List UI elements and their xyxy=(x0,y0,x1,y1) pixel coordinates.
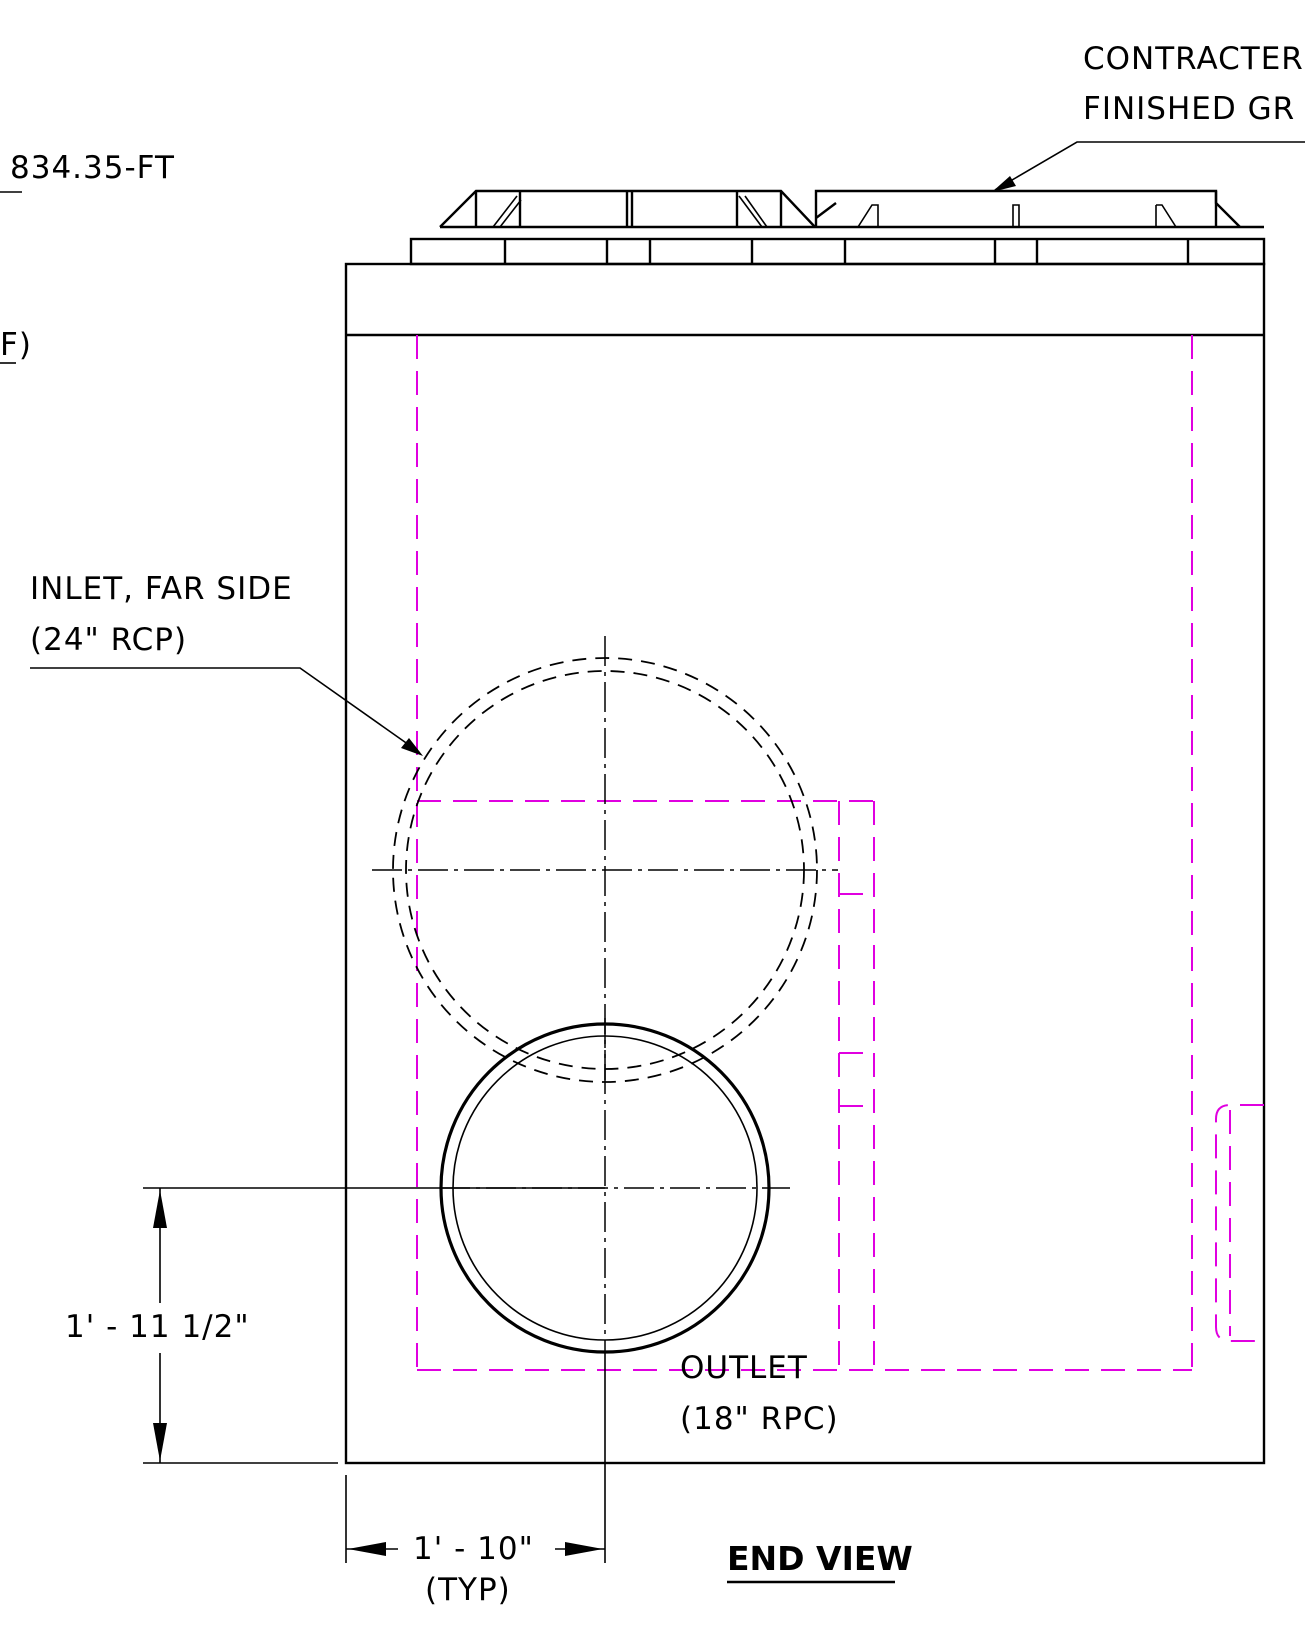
outlet-note-line2: (18" RPC) xyxy=(680,1401,839,1437)
horizontal-dimension xyxy=(345,1352,606,1563)
contractor-note-line2: FINISHED GR xyxy=(1083,91,1295,127)
horizontal-dimension-note: (TYP) xyxy=(425,1572,511,1608)
frame-and-grate xyxy=(409,189,1266,266)
elevation-label: 834.35-FT xyxy=(10,150,175,186)
inlet-leader-arrow xyxy=(401,738,423,756)
inlet-note-line2: (24" RCP) xyxy=(30,622,187,658)
horizontal-dimension-label: 1' - 10" xyxy=(413,1531,534,1567)
vertical-dimension-label: 1' - 11 1/2" xyxy=(65,1309,250,1345)
partial-left-label: F) xyxy=(0,327,32,363)
vertical-dimension xyxy=(143,1187,605,1464)
outlet-note-line1: OUTLET xyxy=(680,1350,808,1386)
contractor-leader-line xyxy=(994,141,1305,191)
inlet-pipe-far-side xyxy=(372,636,838,1083)
hidden-internal-structure xyxy=(416,335,1264,1371)
view-title: END VIEW xyxy=(727,1539,913,1578)
contractor-leader-arrow xyxy=(992,176,1016,192)
structure-outline xyxy=(344,262,1266,1465)
contractor-note-line1: CONTRACTER xyxy=(1083,41,1304,77)
inlet-leader-line xyxy=(30,667,420,753)
inlet-note-line1: INLET, FAR SIDE xyxy=(30,571,293,607)
